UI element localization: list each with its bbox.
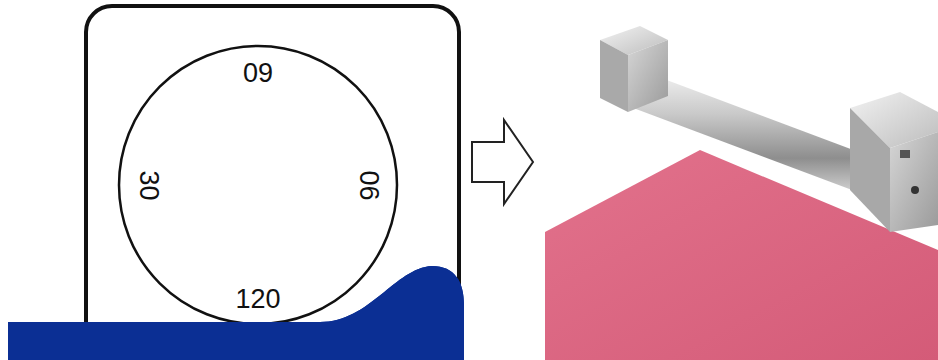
process-arrow	[472, 120, 533, 204]
scale-number: 120	[236, 286, 281, 313]
coating-layer	[8, 266, 464, 360]
scale-number: 30	[135, 170, 162, 200]
scale-number: 09	[243, 60, 273, 87]
block-marking	[900, 150, 910, 158]
block-hole	[911, 186, 919, 194]
end-block	[850, 108, 890, 232]
end-block	[600, 40, 628, 112]
end-block	[628, 40, 668, 112]
end-block	[890, 132, 938, 232]
scale-number: 06	[355, 170, 382, 200]
dial-circle: 09 30 06 120	[118, 45, 398, 325]
